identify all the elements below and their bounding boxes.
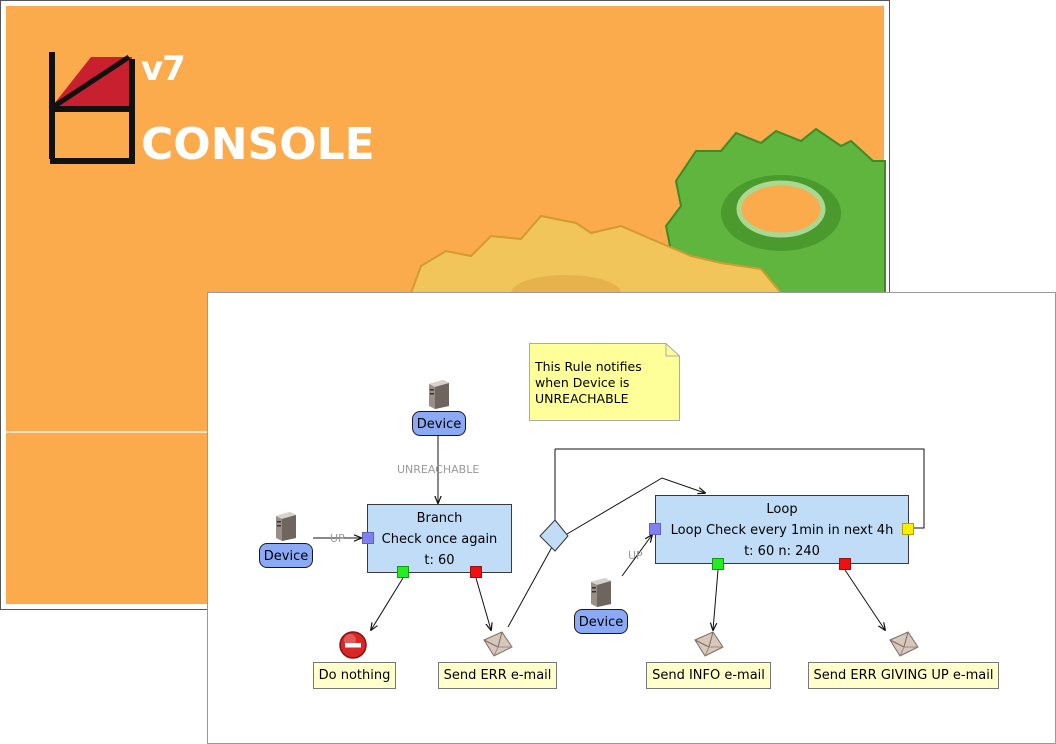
edge-loop-err: [844, 569, 885, 630]
sticky-note[interactable]: [529, 343, 680, 421]
note-line: when Device is: [535, 375, 630, 390]
branch-input-port[interactable]: [362, 532, 374, 544]
edge-loop-ok: [713, 569, 719, 630]
version-label: v7: [141, 49, 186, 89]
note-text: This Rule notifies when Device is UNREAC…: [535, 359, 675, 407]
loop-node[interactable]: Loop Loop Check every 1min in next 4h t:…: [655, 495, 909, 564]
edge-label-unreachable: UNREACHABLE: [397, 463, 480, 476]
server-icon: [276, 512, 296, 541]
edge-branch-ok: [371, 577, 404, 630]
green-gear-icon: [660, 127, 886, 294]
loop-err-port[interactable]: [839, 558, 851, 570]
edge-label-up: UP: [330, 532, 345, 545]
action-do-nothing[interactable]: Do nothing: [313, 662, 396, 689]
edge-label-up: UP: [628, 549, 643, 562]
edge-up-middle: [621, 535, 652, 577]
device-node-left[interactable]: Device: [259, 543, 313, 568]
server-icon: [591, 578, 611, 607]
logo-icon: [48, 52, 135, 164]
branch-subtitle: Check once again: [381, 532, 498, 547]
envelope-icon: [694, 631, 724, 657]
branch-params: t: 60: [424, 553, 455, 568]
envelope-icon: [889, 631, 919, 657]
loop-ok-port[interactable]: [712, 558, 724, 570]
stop-icon: [339, 631, 367, 659]
gear-icon: [409, 127, 886, 301]
loop-params: t: 60 n: 240: [744, 544, 820, 559]
device-node-top[interactable]: Device: [412, 411, 466, 436]
envelope-icon: [483, 631, 513, 657]
edge-merge-to-loop: [566, 477, 705, 535]
loop-title: Loop: [766, 502, 798, 517]
branch-title: Branch: [416, 511, 463, 526]
edge-branch-err: [475, 577, 491, 630]
branch-ok-port[interactable]: [397, 566, 409, 578]
server-icon: [429, 380, 449, 409]
note-line: UNREACHABLE: [535, 391, 629, 406]
note-line: This Rule notifies: [535, 359, 642, 374]
action-send-err-giving-up-email[interactable]: Send ERR GIVING UP e-mail: [808, 662, 999, 689]
loop-subtitle: Loop Check every 1min in next 4h: [670, 523, 894, 538]
branch-node[interactable]: Branch Check once again t: 60: [367, 504, 512, 573]
loop-input-port[interactable]: [649, 523, 661, 535]
branch-err-port[interactable]: [470, 566, 482, 578]
merge-diamond[interactable]: [539, 519, 569, 552]
edge-err-to-merge: [507, 546, 553, 628]
product-title: CONSOLE: [141, 119, 375, 170]
loop-repeat-port[interactable]: [902, 523, 914, 535]
action-send-err-email[interactable]: Send ERR e-mail: [438, 662, 557, 689]
edge-loop-back: [555, 448, 925, 529]
device-node-middle[interactable]: Device: [574, 609, 628, 634]
action-send-info-email[interactable]: Send INFO e-mail: [646, 662, 771, 689]
